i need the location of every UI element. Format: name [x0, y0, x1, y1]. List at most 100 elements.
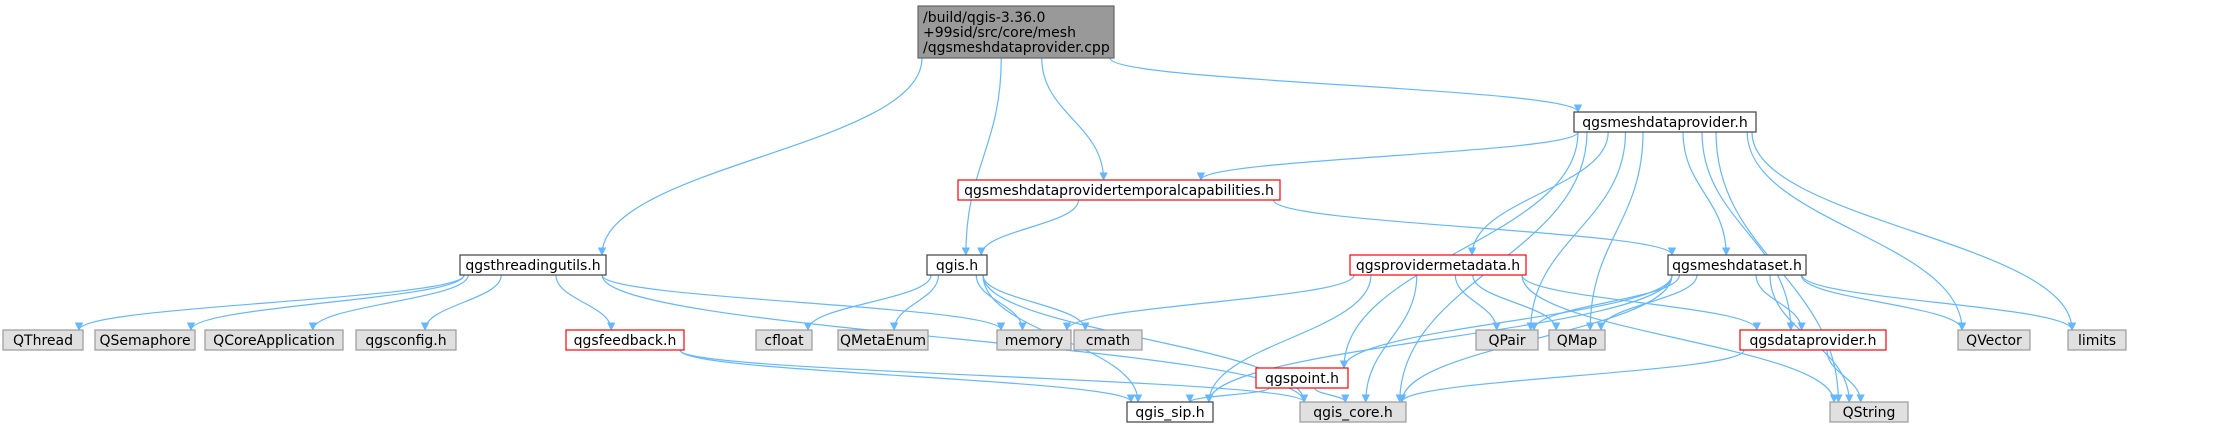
- node-box: [755, 329, 813, 351]
- edge-qgsthreadingutils-h-to-QCoreApplication: [308, 274, 469, 331]
- edge-qgsmeshdataset-h-to-qgspoint-h: [1339, 274, 1673, 369]
- edge-root-to-qgsmeshdataprovidertemporalcapabilities-h: [1041, 57, 1108, 181]
- edge-qgsthreadingutils-h-to-memory: [601, 274, 1006, 331]
- edge-qgsmeshdataprovider-h-to-qgspoint-h: [1339, 131, 1579, 369]
- node-qgsfeedback-h[interactable]: qgsfeedback.h: [565, 329, 685, 351]
- edge-qgsprovidermetadata-h-to-qgsdataprovider-h: [1521, 274, 1761, 331]
- node-box: [996, 329, 1072, 351]
- edge-qgsmeshdataset-h-to-limits: [1801, 274, 2077, 331]
- node-qgis-h[interactable]: qgis.h: [926, 254, 988, 276]
- node-box: [1667, 254, 1807, 276]
- node-QPair: QPair: [1475, 329, 1539, 351]
- node-QSemaphore: QSemaphore: [94, 329, 196, 351]
- node-limits: limits: [2067, 329, 2127, 351]
- node-qgsconfig-h: qgsconfig.h: [355, 329, 457, 351]
- edge-qgsthreadingutils-h-to-QSemaphore: [186, 274, 465, 331]
- node-box: [1255, 367, 1349, 389]
- edge-qgsmeshdataset-h-to-qgis-sip-h: [1204, 274, 1673, 403]
- node-box: [926, 254, 988, 276]
- edge-qgsmeshdataprovider-h-to-QVector: [1746, 131, 1967, 331]
- edge-qgis-h-to-memory: [975, 274, 1027, 331]
- node-qgis-sip-h[interactable]: qgis_sip.h: [1126, 401, 1214, 423]
- node-QThread: QThread: [2, 329, 84, 351]
- node-QString: QString: [1829, 401, 1909, 423]
- edge-qgsmeshdataset-h-to-qgsdataprovider-h: [1755, 274, 1806, 331]
- edge-qgsthreadingutils-h-to-qgsconfig-h: [420, 274, 502, 331]
- node-label: QMap: [1557, 333, 1598, 349]
- node-label: qgsmeshdataset.h: [1672, 258, 1802, 274]
- node-qgspoint-h[interactable]: qgspoint.h: [1255, 367, 1349, 389]
- edge-root-to-qgsmeshdataprovider-h: [1109, 57, 1583, 113]
- node-box: [2067, 329, 2127, 351]
- node-root[interactable]: /build/qgis-3.36.0+99sid/src/core/mesh/q…: [917, 5, 1115, 59]
- edge-qgsmeshdataprovider-h-to-limits: [1751, 131, 2077, 331]
- edge-qgsprovidermetadata-h-to-QString: [1521, 274, 1839, 403]
- node-label: qgsthreadingutils.h: [465, 258, 600, 274]
- node-qgsmeshdataprovider-h[interactable]: qgsmeshdataprovider.h: [1573, 111, 1757, 133]
- node-label: qgspoint.h: [1265, 371, 1339, 387]
- edge-qgspoint-h-to-qgis-sip-h: [1185, 387, 1270, 403]
- node-qgsdataprovider-h[interactable]: qgsdataprovider.h: [1739, 329, 1887, 351]
- node-box: [459, 254, 607, 276]
- edge-qgsprovidermetadata-h-to-qgis-core-h: [1361, 274, 1418, 403]
- edge-qgsmeshdataprovider-h-to-qgsdataprovider-h: [1701, 131, 1795, 331]
- edge-root-to-qgis-h: [961, 57, 1002, 256]
- node-label: qgis_sip.h: [1135, 405, 1204, 421]
- node-box: [1739, 329, 1887, 351]
- node-box: [917, 5, 1115, 59]
- edge-qgsdataprovider-h-to-qgis-core-h: [1397, 349, 1745, 403]
- node-label: QThread: [13, 333, 73, 349]
- node-qgsmeshdataprovidertemporalcapabilities-h[interactable]: qgsmeshdataprovidertemporalcapabilities.…: [957, 179, 1281, 201]
- node-box: [1126, 401, 1214, 423]
- node-label: /build/qgis-3.36.0: [923, 10, 1045, 26]
- node-box: [1548, 329, 1606, 351]
- edge-qgsmeshdataprovider-h-to-qgsprovidermetadata-h: [1467, 131, 1609, 256]
- edge-qgsmeshdataset-h-to-QVector: [1800, 274, 1967, 331]
- node-qgis-core-h: qgis_core.h: [1299, 401, 1407, 423]
- node-box: [1299, 401, 1407, 423]
- edge-qgsmeshdataprovider-h-to-qgsmeshdataprovidertemporalcapabilities-h: [1196, 131, 1579, 181]
- node-qgsmeshdataset-h[interactable]: qgsmeshdataset.h: [1667, 254, 1807, 276]
- node-box: [94, 329, 196, 351]
- edge-qgsmeshdataprovidertemporalcapabilities-h-to-qgis-h: [977, 199, 1080, 256]
- edge-root-to-qgsthreadingutils-h: [597, 57, 923, 256]
- node-label: /qgsmeshdataprovider.cpp: [923, 40, 1110, 56]
- edge-qgsprovidermetadata-h-to-memory: [1062, 274, 1355, 331]
- edge-qgsthreadingutils-h-to-qgsfeedback-h: [555, 274, 616, 331]
- node-label: qgsfeedback.h: [574, 333, 677, 349]
- edge-qgsthreadingutils-h-to-qgis-core-h: [601, 274, 1309, 403]
- node-box: [1829, 401, 1909, 423]
- node-label: qgsmeshdataprovidertemporalcapabilities.…: [964, 183, 1274, 199]
- node-box: [1957, 329, 2031, 351]
- edge-qgsprovidermetadata-h-to-qgis-sip-h: [1204, 274, 1372, 403]
- edge-qgsmeshdataprovider-h-to-qgsmeshdataset-h: [1682, 131, 1731, 256]
- edge-qgsmeshdataprovidertemporalcapabilities-h-to-qgsmeshdataset-h: [1272, 199, 1677, 256]
- edge-qgsmeshdataprovider-h-to-QMap: [1586, 131, 1644, 331]
- node-box: [1573, 111, 1757, 133]
- node-qgsthreadingutils-h[interactable]: qgsthreadingutils.h: [459, 254, 607, 276]
- edge-qgis-h-to-QMetaEnum: [889, 274, 940, 331]
- node-QMetaEnum: QMetaEnum: [837, 329, 929, 351]
- node-label: qgis.h: [936, 258, 978, 274]
- node-label: qgsmeshdataprovider.h: [1582, 115, 1747, 131]
- edge-qgsmeshdataprovider-h-to-QPair: [1526, 131, 1627, 331]
- node-label: QSemaphore: [99, 333, 190, 349]
- node-box: [355, 329, 457, 351]
- node-qgsprovidermetadata-h[interactable]: qgsprovidermetadata.h: [1349, 254, 1527, 276]
- node-label: QMetaEnum: [840, 333, 926, 349]
- node-label: limits: [2078, 333, 2116, 349]
- node-box: [1073, 329, 1143, 351]
- node-cmath: cmath: [1073, 329, 1143, 351]
- node-label: cmath: [1086, 333, 1130, 349]
- node-box: [2, 329, 84, 351]
- edge-qgis-h-to-cfloat: [803, 274, 932, 331]
- node-label: qgsconfig.h: [365, 333, 446, 349]
- node-label: QString: [1843, 405, 1896, 421]
- node-cfloat: cfloat: [755, 329, 813, 351]
- edge-qgsdataprovider-h-to-QString: [1826, 349, 1865, 403]
- nodes-layer: /build/qgis-3.36.0+99sid/src/core/mesh/q…: [2, 5, 2127, 423]
- node-memory: memory: [996, 329, 1072, 351]
- edge-qgsfeedback-h-to-qgis-sip-h: [679, 349, 1136, 403]
- node-box: [204, 329, 344, 351]
